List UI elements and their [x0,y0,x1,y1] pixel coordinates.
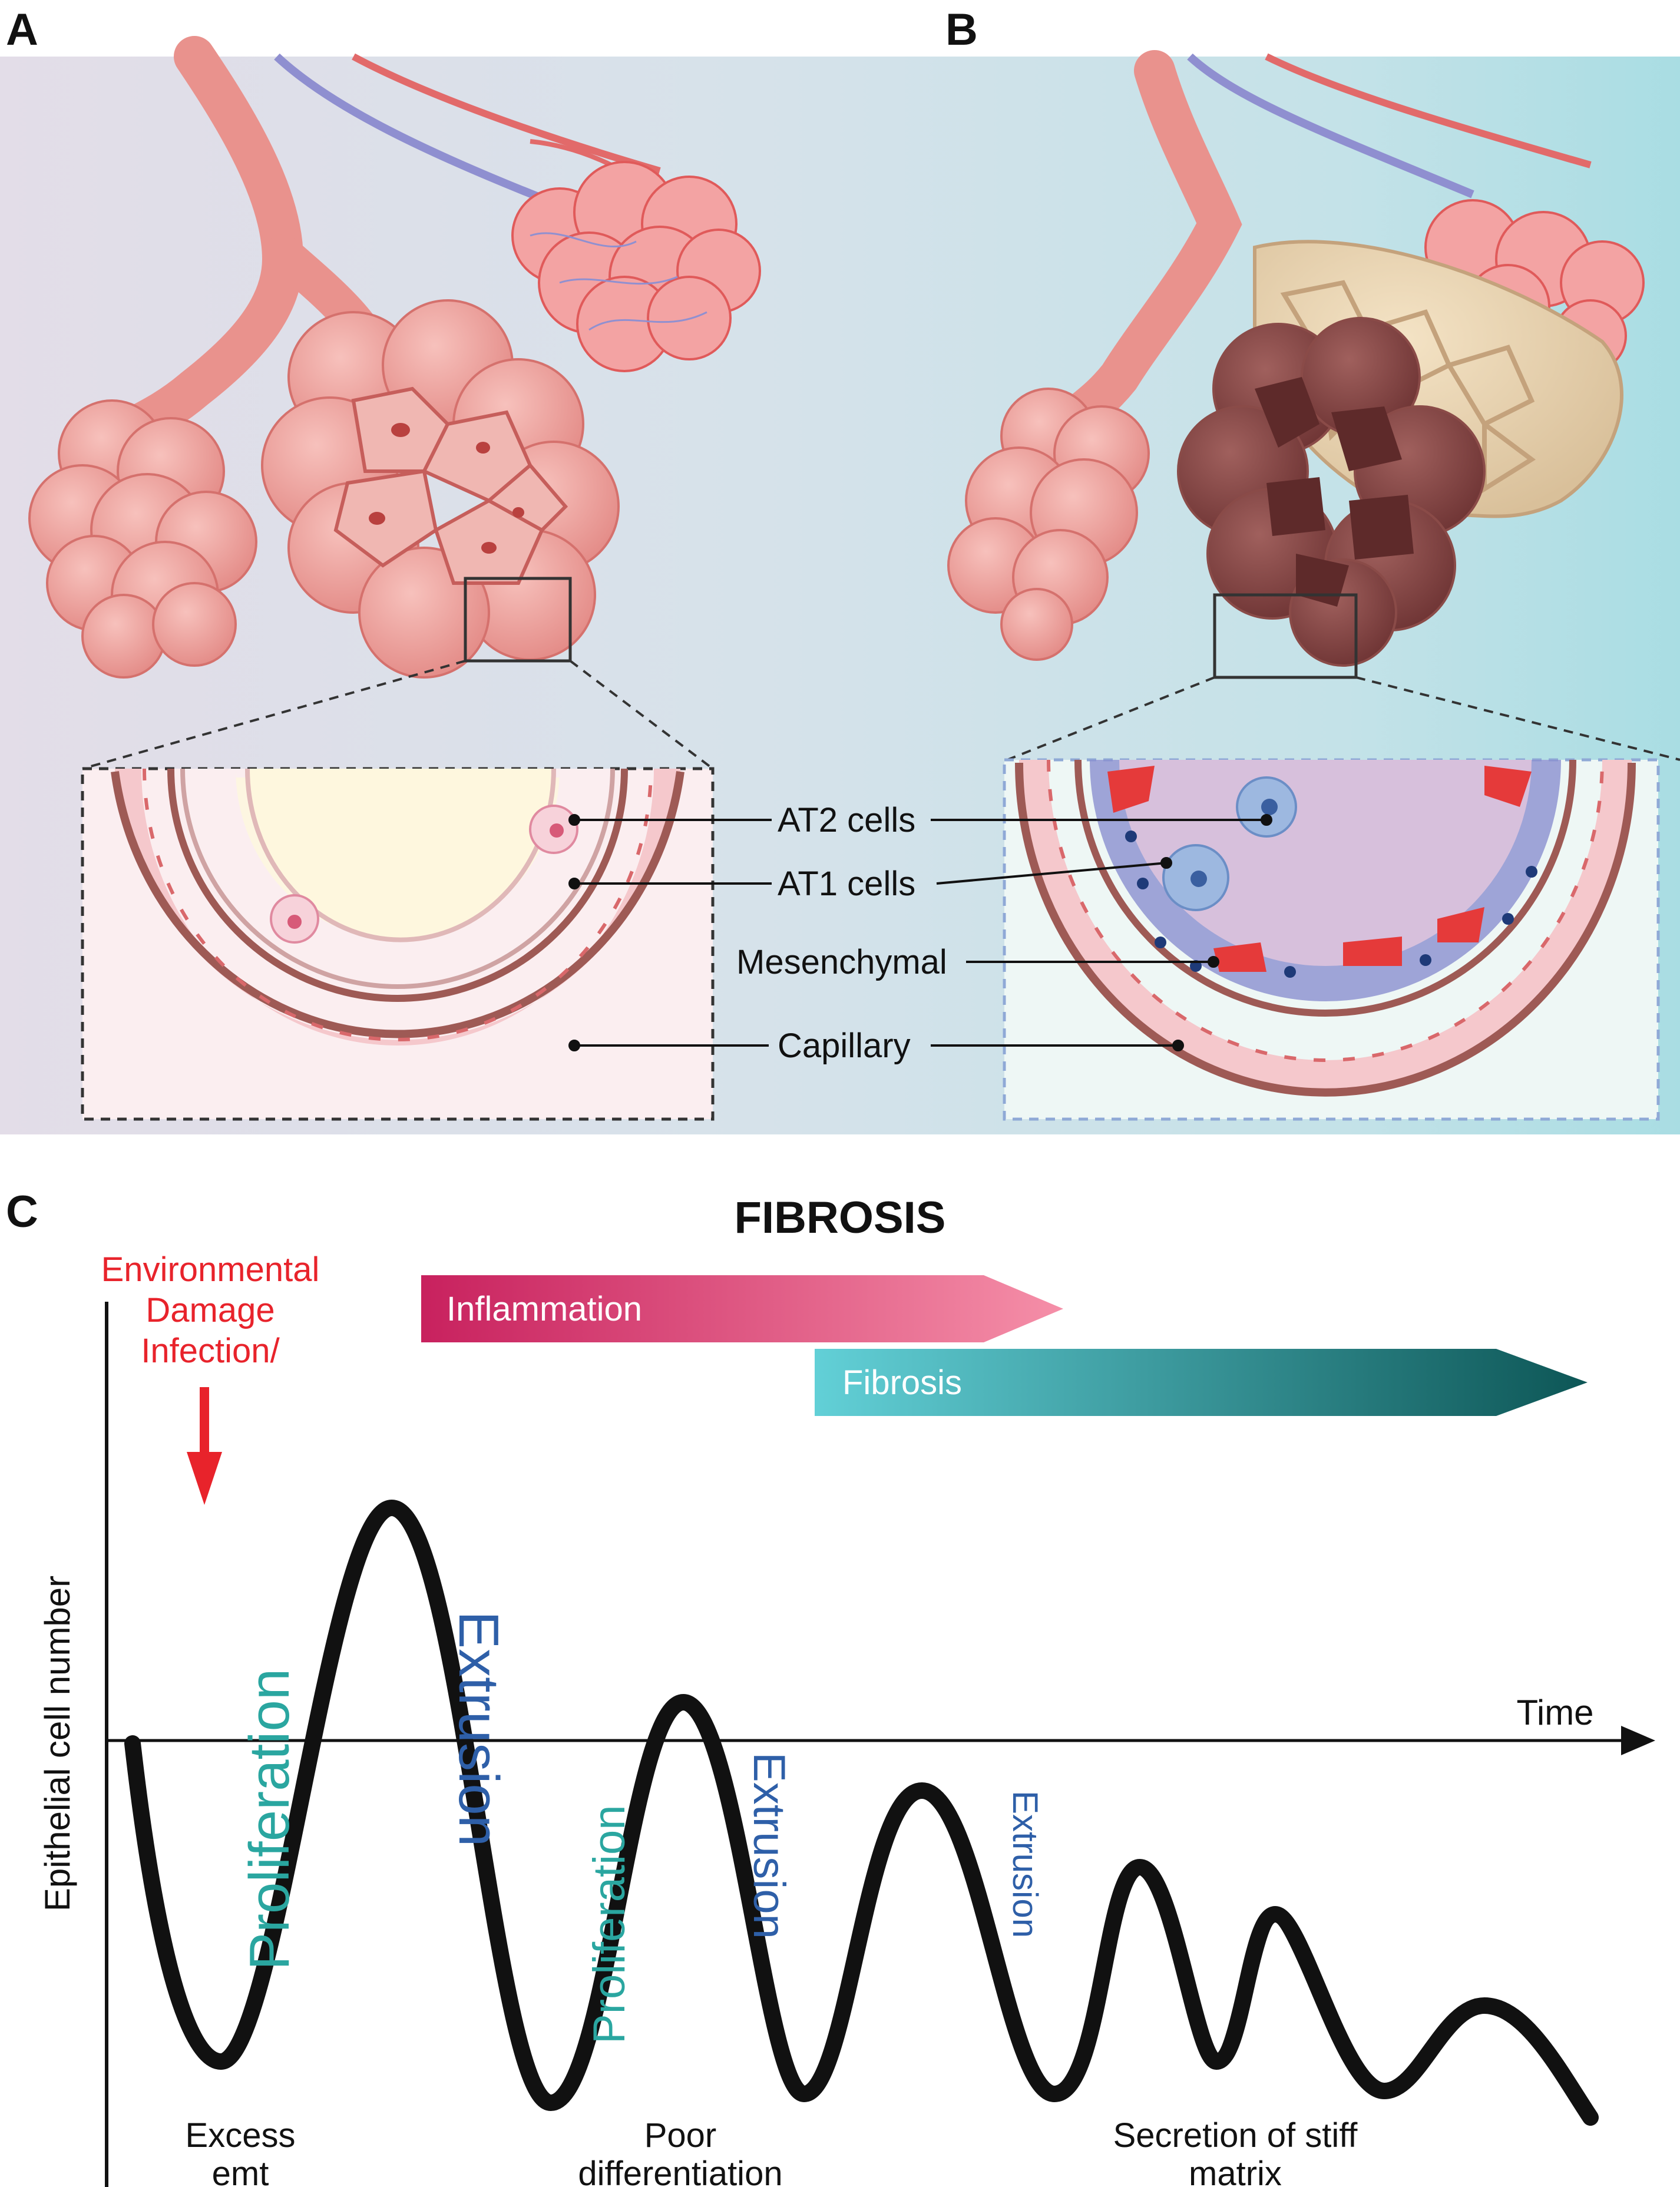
callout-capillary: Capillary [778,1027,911,1065]
y-axis-label: Epithelial cell number [38,1576,77,1911]
callout-mesenchymal: Mesenchymal [736,943,947,981]
x-axis-label: Time [1516,1693,1593,1732]
zoom-box-b [1213,593,1358,679]
panel-c-label: C [6,1187,38,1237]
stage-secretion-line-1: Secretion of stiff [1113,2116,1358,2155]
x-axis-arrowhead [1621,1726,1655,1755]
trigger-line-2: Damage [145,1291,275,1329]
panel-a-label: A [6,5,38,55]
phase-label-extrusion-2: Extrusion [744,1752,794,1939]
callout-at1-cells: AT1 cells [778,865,915,903]
healthy-alveolus-inset [81,767,715,1121]
inflammation-bar-label: Inflammation [447,1290,642,1328]
inflammation-bar [421,1275,1063,1342]
stage-secretion-line-2: matrix [1189,2155,1282,2187]
fibrotic-alveolus-inset [1003,758,1660,1121]
phase-label-proliferation-1: Proliferation [238,1669,301,1970]
phase-label-extrusion-3: Extrusion [1006,1791,1045,1938]
healthy-alveoli-illustration [28,36,761,770]
fibrosis-bar [815,1349,1588,1416]
callout-leaders [568,814,1272,1051]
zoom-box-a [464,577,572,663]
trigger-line-3: Infection/ [141,1332,280,1370]
stage-poor-line-2: differentiation [578,2155,782,2187]
stage-excess-line-1: Excess [186,2116,296,2155]
panel-b-label: B [945,5,978,55]
epithelial-cell-curve [124,1500,1599,2126]
callout-at2-cells: AT2 cells [778,801,915,839]
trigger-arrow [187,1387,222,1505]
trigger-line-1: Environmental [101,1250,320,1289]
fibrotic-alveoli-illustration [947,50,1680,761]
phase-label-extrusion-1: Extrusion [447,1611,510,1847]
chart-title: FIBROSIS [735,1193,946,1243]
stage-poor-line-1: Poor [644,2116,717,2155]
stage-excess-line-2: emt [212,2155,269,2187]
phase-label-proliferation-2: Proliferation [584,1805,634,2044]
fibrosis-bar-label: Fibrosis [842,1364,962,1402]
